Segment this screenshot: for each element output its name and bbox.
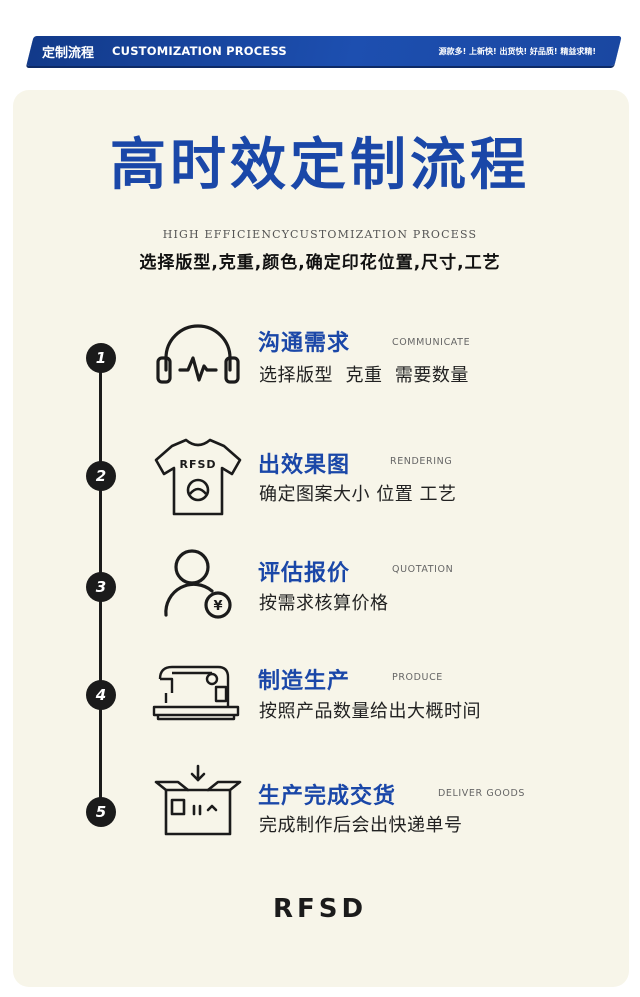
step-2-en: RENDERING bbox=[390, 456, 453, 467]
page-description: 选择版型,克重,颜色,确定印花位置,尺寸,工艺 bbox=[139, 253, 501, 273]
step-3-title: 评估报价 bbox=[258, 561, 351, 586]
banner-subtitle: CUSTOMIZATION PROCESS bbox=[112, 44, 287, 58]
step-5-title: 生产完成交货 bbox=[258, 784, 397, 809]
step-1-en: COMMUNICATE bbox=[392, 337, 471, 348]
step-4-desc: 按照产品数量给出大概时间 bbox=[259, 701, 481, 722]
rfsd-logo: RFSD bbox=[272, 894, 368, 924]
step-3-en: QUOTATION bbox=[392, 564, 454, 575]
step-1-desc: 选择版型 克重 需要数量 bbox=[259, 365, 469, 386]
step-4-title: 制造生产 bbox=[258, 669, 351, 694]
step-4-en: PRODUCE bbox=[392, 672, 443, 683]
step-3-desc: 按需求核算价格 bbox=[259, 593, 389, 614]
step-1-number: 1 bbox=[86, 343, 116, 373]
banner-slogan: 源款多! 上新快! 出货快! 好品质! 精益求精! bbox=[438, 46, 596, 56]
page-title: 高时效定制流程 bbox=[110, 133, 530, 198]
yen-symbol: ¥ bbox=[213, 599, 222, 614]
process-card bbox=[13, 90, 629, 987]
banner-title: 定制流程 bbox=[42, 45, 95, 61]
step-2-desc: 确定图案大小 位置 工艺 bbox=[259, 484, 457, 505]
step-2-title: 出效果图 bbox=[258, 453, 351, 478]
user-price-icon: ¥ bbox=[152, 545, 244, 625]
tshirt-icon: RFSD bbox=[152, 436, 244, 516]
top-banner: 定制流程 CUSTOMIZATION PROCESS 源款多! 上新快! 出货快… bbox=[30, 36, 618, 66]
step-1-title: 沟通需求 bbox=[258, 331, 351, 356]
step-5-en: DELIVER GOODS bbox=[438, 788, 525, 799]
step-2-number: 2 bbox=[86, 461, 116, 491]
step-3-number: 3 bbox=[86, 572, 116, 602]
page-subtitle-en: HIGH EFFICIENCYCUSTOMIZATION PROCESS bbox=[162, 228, 478, 241]
step-5-desc: 完成制作后会出快递单号 bbox=[259, 815, 463, 836]
tshirt-icon-text: RFSD bbox=[179, 458, 216, 471]
step-5-number: 5 bbox=[86, 797, 116, 827]
step-4-number: 4 bbox=[86, 680, 116, 710]
package-box-icon bbox=[152, 762, 244, 842]
headphones-icon bbox=[152, 318, 244, 398]
sewing-machine-icon bbox=[152, 653, 244, 733]
